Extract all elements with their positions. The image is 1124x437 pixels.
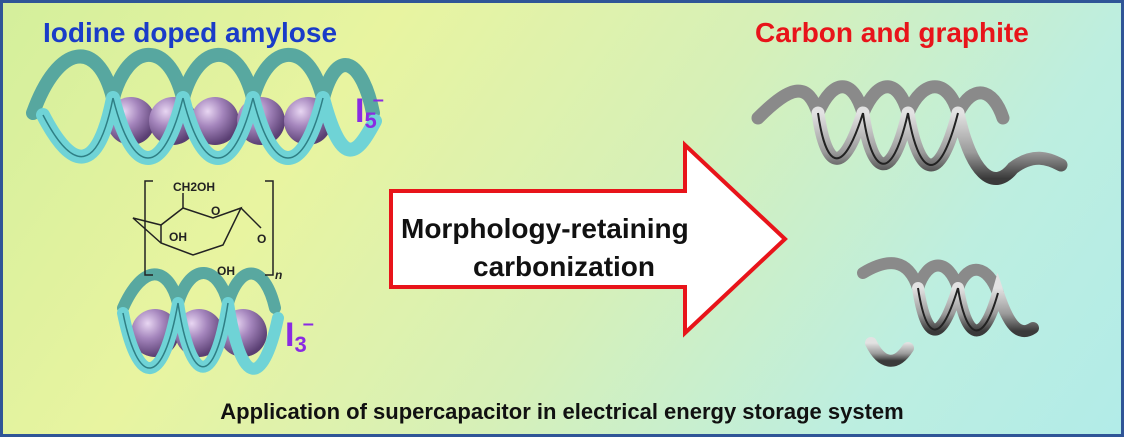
link-oxygen-label: O [257,232,266,246]
repeat-n-label: n [275,268,282,282]
arrow-label-line1: Morphology-retaining [401,213,689,244]
oh-left-label: OH [169,230,187,244]
ion-i3-base: I [285,316,295,354]
carbon-helix-top [751,80,1068,185]
title-right: Carbon and graphite [755,17,1029,48]
title-left: Iodine doped amylose [43,17,338,48]
ion-i5-sup: – [372,89,384,111]
ion-i5-sub: 5 [364,108,377,133]
ch2oh-label: CH2OH [173,180,215,194]
iodine-sphere [191,97,239,145]
ion-i5-base: I [355,92,365,130]
diagram-canvas: CH2OH O OH OH O n [26,47,1068,375]
process-arrow [389,140,788,338]
amylose-helix-top [26,47,382,165]
ion-i5-label: I5– [355,89,384,134]
amylose-helix-bottom [117,267,284,375]
oh-bottom-label: OH [217,264,235,278]
caption: Application of supercapacitor in electri… [220,399,904,424]
ion-i3-label: I3– [285,313,314,358]
arrow-label-line2: carbonization [473,251,656,282]
glucose-structure [132,180,274,276]
ring-oxygen-label: O [211,204,220,218]
ion-i3-sub: 3 [294,332,307,357]
ion-i3-sup: – [302,313,314,335]
carbon-helix-bottom [857,257,1039,367]
